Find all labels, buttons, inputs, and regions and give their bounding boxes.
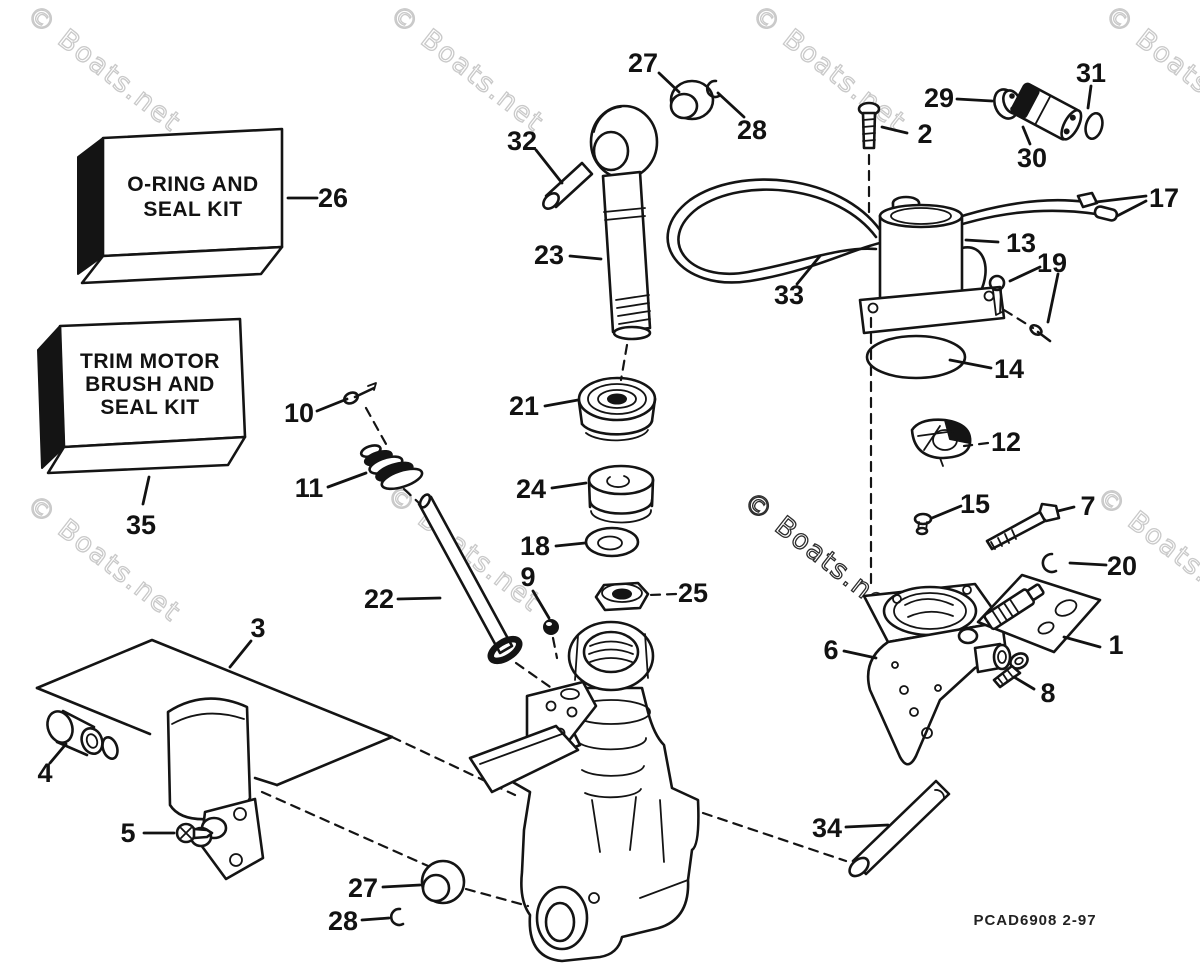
callout-31: 31: [1076, 58, 1106, 88]
callout-27-bottom: 27: [348, 873, 378, 903]
part-13-trim-motor: [858, 195, 1006, 335]
callout-34: 34: [812, 813, 842, 843]
part-26-oring-seal-kit-box: O-RING AND SEAL KIT: [77, 127, 284, 285]
part-23-pivot-shaft: [589, 104, 659, 341]
part-21-cap: [577, 376, 657, 442]
part-15-valve: [913, 512, 933, 536]
trim-kit-label-line1: TRIM MOTOR: [80, 350, 220, 373]
callout-27-top: 27: [628, 48, 658, 78]
callout-21: 21: [509, 391, 539, 421]
watermark-text: © Boats.net: [21, 489, 187, 628]
part-6-manifold: [862, 582, 1012, 766]
part-18-washer: [584, 526, 640, 558]
trim-kit-label-line3: SEAL KIT: [100, 396, 199, 419]
diagram-code: PCAD6908 2-97: [973, 912, 1096, 929]
callout-25: 25: [678, 578, 708, 608]
assembly-line-34: [701, 811, 848, 863]
part-27-bushing-top: [669, 79, 715, 121]
callout-7: 7: [1080, 491, 1095, 521]
part-17-terminals: [1076, 191, 1119, 222]
leader-lines: [48, 71, 1148, 922]
part-4-bushing-oring: [46, 709, 119, 760]
part-reservoir-cover: [166, 697, 265, 881]
callout-numbers: 26 35 32 23 27 28 2 29 30 31 17 13 33 19…: [37, 48, 1179, 936]
part-31-oring: [1084, 111, 1104, 141]
callout-11: 11: [295, 473, 324, 503]
part-2-screw: [857, 101, 881, 150]
callout-13: 13: [1006, 228, 1036, 258]
callout-1: 1: [1108, 630, 1123, 660]
callout-4: 4: [37, 758, 52, 788]
callout-18: 18: [520, 531, 550, 561]
oring-kit-label-line1: O-RING AND: [127, 173, 258, 196]
trim-kit-label-line2: BRUSH AND: [85, 373, 215, 396]
part-28-clip-bottom: [389, 907, 405, 927]
callout-32: 32: [507, 126, 537, 156]
callout-5: 5: [120, 818, 135, 848]
part-7-bolt: [985, 502, 1061, 551]
callout-10: 10: [284, 398, 314, 428]
callout-28-bottom: 28: [328, 906, 358, 936]
callout-8: 8: [1040, 678, 1055, 708]
part-34-rod: [848, 779, 951, 878]
callout-29: 29: [924, 83, 954, 113]
part-22-rod: [417, 493, 523, 665]
callout-20: 20: [1107, 551, 1137, 581]
callout-12: 12: [991, 427, 1021, 457]
part-28-clip-top: [705, 79, 721, 99]
part-9-nut: [543, 619, 559, 635]
callout-26: 26: [318, 183, 348, 213]
part-27-bushing-bottom: [420, 859, 466, 905]
callout-6: 6: [823, 635, 838, 665]
callout-23: 23: [534, 240, 564, 270]
callout-14: 14: [994, 354, 1024, 384]
part-11-bellows-seal: [359, 444, 424, 491]
assembly-line-10-11: [364, 406, 388, 446]
oring-kit-label-line2: SEAL KIT: [143, 198, 242, 221]
part-14-oring: [865, 334, 967, 380]
watermark-text: © Boats.net: [21, 0, 187, 138]
part-32-pin: [542, 161, 594, 210]
callout-30: 30: [1017, 143, 1047, 173]
callout-3: 3: [250, 613, 265, 643]
assembly-line-23-21: [619, 343, 629, 382]
callout-2: 2: [917, 119, 932, 149]
callout-22: 22: [364, 584, 394, 614]
part-10-screw: [343, 382, 377, 405]
assembly-line-9: [551, 636, 559, 660]
callout-33: 33: [774, 280, 804, 310]
part-24-seal-spacer: [587, 464, 655, 524]
callout-24: 24: [516, 474, 546, 504]
assembly-line-11-22: [402, 487, 421, 505]
callout-35: 35: [126, 510, 156, 540]
callout-9: 9: [520, 562, 535, 592]
assembly-line-27-housing: [464, 887, 530, 908]
part-main-housing: [468, 680, 700, 963]
assembly-line-19: [1002, 308, 1035, 330]
callout-17: 17: [1149, 183, 1179, 213]
callout-19: 19: [1037, 248, 1067, 278]
part-housing-top-nut: [567, 620, 655, 692]
part-8-screw: [992, 652, 1029, 689]
callout-15: 15: [960, 489, 990, 519]
watermark-text: © Boats.net: [384, 0, 550, 138]
watermark-text: © Boats.net: [746, 0, 912, 138]
part-1-gasket-valve: [976, 573, 1102, 654]
part-30-brush-tube: [1010, 82, 1083, 141]
watermark-text: © Boats.net: [1099, 0, 1200, 138]
part-35-trim-motor-kit-box: TRIM MOTOR BRUSH AND SEAL KIT: [37, 317, 247, 475]
part-5-screw: [175, 822, 214, 844]
part-12-filter: [910, 418, 972, 467]
part-25-nut: [594, 581, 650, 612]
callout-28-top: 28: [737, 115, 767, 145]
part-20-clip: [1041, 552, 1058, 574]
assembly-line-22-housing: [514, 661, 555, 691]
part-3-reservoir-panel: [35, 638, 517, 880]
